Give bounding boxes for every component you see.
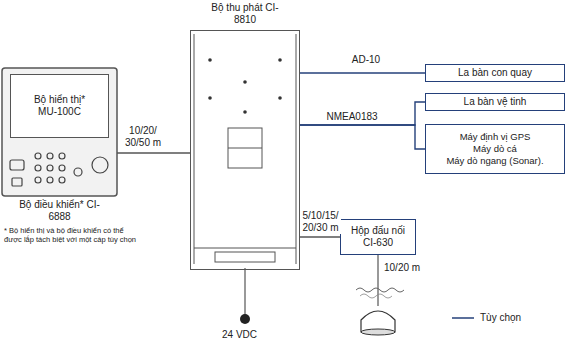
control-knobs [10,153,108,186]
device-name: Máy dò ngang (Sonar). [446,155,543,167]
device-name: La bàn con quay [458,67,532,79]
control-unit: Bộ điều khiển* CI-6888 [2,142,117,196]
cable [300,72,425,73]
legend-entry: Tùy chọn [452,312,521,323]
navigation-devices-box: Máy định vị GPSMáy dò cáMáy dò ngang (So… [425,124,565,174]
gyro-compass-box: La bàn con quay [425,64,565,82]
transducer-face [361,329,395,335]
cable-label: 5/10/15/ 20/30 m [300,210,341,234]
power-cable [244,268,245,315]
footnote: * Bộ hiển thị và bộ điều khiển có thể đư… [4,226,139,245]
cable [300,125,425,149]
transducer-cable [377,255,378,306]
cable [300,102,425,125]
unit-name: Bộ điều khiển* CI-6888 [18,199,102,223]
junction-box: Hộp đấu nối CI-630 [340,219,416,255]
control-unit-outline [2,142,117,196]
cable-label: 10/20/ 30/50 m [120,125,166,149]
device-name: Bộ hiển thị* MU-100C [24,94,96,118]
satellite-compass-box: La bàn vệ tinh [425,93,565,111]
water-surface [356,288,404,292]
cable [300,236,340,237]
monitor-housing [2,68,117,196]
device-name: Máy dò cá [473,143,517,155]
legend-line [452,315,474,321]
power-label: 24 VDC [222,329,272,342]
display-unit: Bộ hiển thị* MU-100C [10,74,109,138]
device-name: Hộp đấu nối CI-630 [345,225,411,249]
cable-length: 10/20 m [384,262,434,275]
cable-label: NMEA0183 [320,111,384,123]
transceiver-panel [194,34,296,264]
device-name: La bàn vệ tinh [464,96,527,108]
power-terminal [240,314,250,324]
device-name: Máy định vị GPS [460,131,531,143]
transceiver: Bộ thu phát CI-8810 [190,2,300,270]
cable-label: AD-10 [345,54,387,66]
unit-name: Bộ thu phát CI-8810 [210,2,280,26]
legend-text: Tùy chọn [480,312,521,323]
transceiver-details [208,58,282,114]
cable [117,152,190,153]
transceiver-outline [190,30,300,270]
water-surface [360,294,392,298]
